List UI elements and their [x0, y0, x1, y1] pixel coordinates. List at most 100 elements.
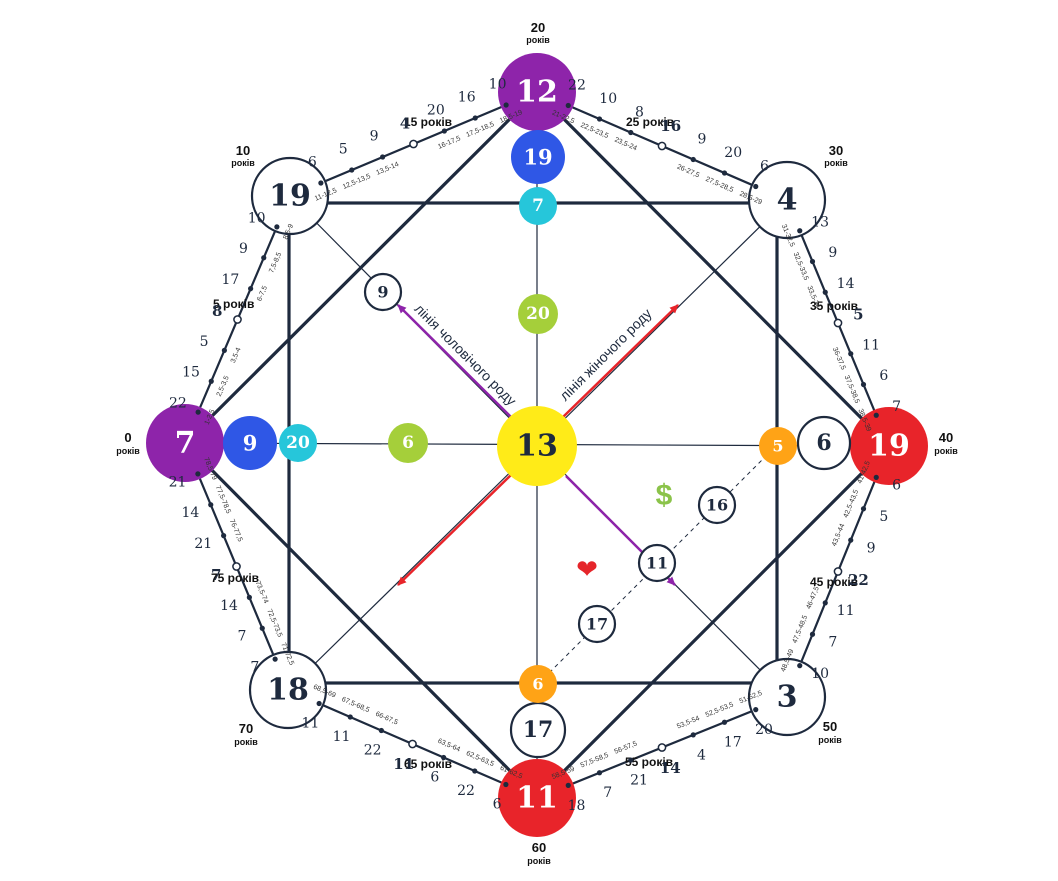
seg30-40-ticks: 1331-32,5932,5-33,51433,5-3451136-37,563… [780, 214, 901, 432]
segment-range: 73,5-74 [254, 580, 270, 605]
age-70-unit: років [234, 737, 258, 747]
age-45-label: 45 років [810, 575, 858, 589]
heart-icon: ❤ [576, 554, 598, 584]
age-60-unit: років [527, 856, 551, 866]
age-10-unit: років [231, 158, 255, 168]
segment-value: 16 [660, 117, 681, 135]
age-55-label: 55 років [625, 755, 673, 769]
age-30-unit: років [824, 158, 848, 168]
segment-value: 11 [393, 755, 414, 773]
circle-center: 13 [497, 406, 577, 486]
seg20-30-ticks: 2221-22,51022,5-23,5823,5-2416926-27,520… [551, 77, 769, 206]
age-50-unit: років [818, 735, 842, 745]
segment-value: 20 [724, 145, 742, 161]
circle-left-2: 20 [279, 424, 317, 462]
circle-bottom-1-value: 17 [523, 717, 554, 743]
segment-value: 10 [248, 210, 266, 226]
age-50: 50 [823, 719, 837, 734]
segment-range: 7,5-8,5 [268, 251, 283, 274]
circle-right-value: 19 [868, 429, 910, 464]
segment-range: 47,5-48,5 [792, 614, 810, 644]
segment-value: 5 [200, 334, 209, 350]
segment-value: 6 [892, 478, 901, 494]
segment-range: 57,5-58,5 [580, 752, 610, 770]
segment-value: 15 [182, 365, 200, 381]
segment-value: 11 [301, 716, 319, 732]
seg60-70-ticks: 661-62,52262,5-63,5663,5-64112266-67,511… [301, 684, 523, 813]
circle-right-2: 5 [759, 427, 797, 465]
circle-bottom-value: 11 [516, 781, 558, 816]
age-20: 20 [531, 20, 545, 35]
circle-right-1-value: 6 [816, 430, 831, 456]
segment-value: 14 [220, 598, 238, 614]
circle-love-3-value: 17 [586, 615, 608, 634]
segment-range: 2,5-3,5 [216, 375, 231, 398]
segment-value: 21 [630, 773, 648, 789]
segment-value: 6 [430, 770, 439, 786]
male-line-label: лінія чоловічого роду [411, 300, 519, 408]
segment-range: 52,5-53,5 [705, 701, 735, 719]
circle-top-3-value: 20 [526, 304, 550, 324]
segment-value: 14 [837, 276, 855, 292]
segment-value: 18 [568, 798, 586, 814]
segment-value: 4 [697, 747, 706, 763]
money-icon: $ [656, 479, 673, 512]
circle-top-2: 7 [519, 187, 557, 225]
segment-value: 7 [211, 566, 221, 584]
circle-top-right-value: 4 [777, 183, 798, 218]
segment-value: 21 [194, 536, 212, 552]
segment-value: 5 [879, 509, 888, 525]
segment-value: 17 [221, 272, 239, 288]
circle-top-right: 4 [747, 160, 827, 240]
segment-range: 56-57,5 [614, 740, 639, 755]
circle-bottom: 11 [498, 759, 576, 837]
male-line [397, 304, 513, 419]
circle-top-left-value: 19 [269, 179, 311, 214]
circle-bottom-left: 18 [248, 650, 328, 730]
circle-left-3: 6 [388, 423, 428, 463]
circle-top: 12 [498, 53, 576, 131]
circle-diag-tl: 9 [363, 272, 403, 312]
age-65-label: 65 років [404, 757, 452, 771]
circle-left-2-value: 20 [286, 433, 310, 453]
circle-left-1-value: 9 [243, 431, 258, 456]
seg0-10-ticks: 221-2,5152,5-3,553,5-48176-7,597,5-8,510… [169, 210, 295, 426]
age-20-unit: років [526, 35, 550, 45]
age-0-unit: років [116, 446, 140, 456]
segment-value: 7 [237, 629, 246, 645]
segment-value: 8 [212, 302, 222, 320]
age-60: 60 [532, 840, 546, 855]
circle-right: 19 [850, 407, 928, 485]
circle-right-2-value: 5 [772, 437, 783, 456]
segment-range: 63,5-64 [437, 738, 462, 754]
female-line [561, 304, 679, 419]
segment-range: 67,5-68,5 [340, 696, 370, 714]
segment-range: 13,5-14 [375, 161, 400, 177]
age-10: 10 [236, 143, 250, 158]
age-40-unit: років [934, 446, 958, 456]
segment-range: 32,5-33,5 [792, 251, 810, 281]
segment-value: 5 [853, 306, 863, 324]
segment-value: 6 [760, 158, 769, 174]
segment-value: 21 [169, 474, 187, 490]
circle-love-1: 16 [697, 485, 737, 525]
circle-top-3: 20 [518, 294, 558, 334]
segment-value: 6 [493, 797, 502, 813]
circle-love-2: 11 [637, 543, 677, 583]
age-5-label: 5 років [213, 297, 254, 311]
age-0: 0 [124, 430, 131, 445]
segment-value: 20 [427, 103, 445, 119]
circle-top-2-value: 7 [532, 196, 544, 216]
circle-left-value: 7 [175, 426, 196, 461]
age-75-label: 75 років [211, 571, 259, 585]
circle-top-1: 19 [511, 130, 565, 184]
age-35-label: 35 років [810, 299, 858, 313]
circle-right-1: 6 [796, 415, 852, 471]
segment-range: 36-37,5 [831, 346, 847, 371]
segment-value: 22 [457, 783, 475, 799]
diag-bl [287, 445, 538, 691]
circle-center-value: 13 [516, 429, 558, 464]
circle-top-left: 19 [250, 156, 330, 236]
circle-bottom-2-value: 6 [532, 675, 543, 694]
segment-value: 11 [333, 729, 351, 745]
